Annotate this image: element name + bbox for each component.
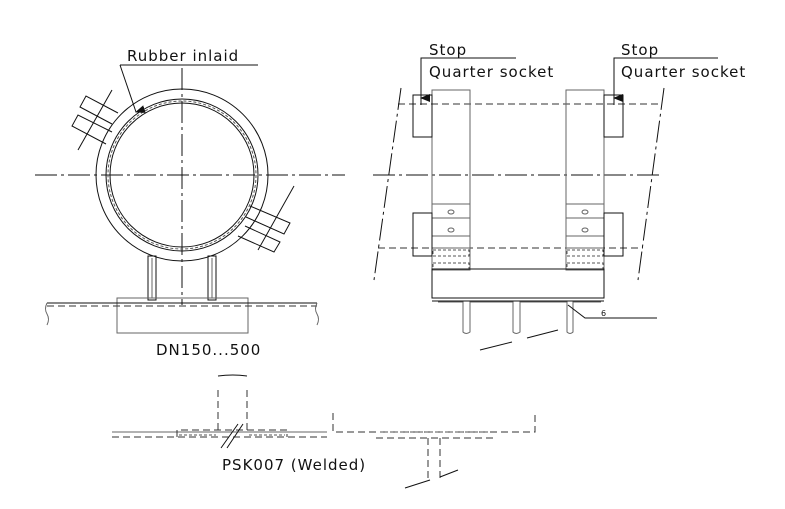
break-line-left xyxy=(45,302,49,326)
rubber-leader xyxy=(119,64,146,113)
bolt-rows xyxy=(432,203,604,249)
base-plate xyxy=(116,297,249,334)
break-line-bottom xyxy=(479,329,559,351)
break-line-right xyxy=(315,302,319,326)
quarter-socket-label-left: Quarter socket xyxy=(429,63,554,81)
clamp-strip-left xyxy=(431,89,471,271)
size-range-label: DN150...500 xyxy=(156,341,261,359)
detail-break-line xyxy=(404,469,459,489)
flange-lower-right xyxy=(237,185,295,253)
stop-leader-left xyxy=(420,57,516,105)
quarter-socket-label-right: Quarter socket xyxy=(621,63,746,81)
model-label: PSK007 (Welded) xyxy=(222,456,366,474)
stop-block-upper-left xyxy=(412,94,433,138)
clamp-inner xyxy=(105,98,259,252)
weld-size-label: 6 xyxy=(601,309,607,318)
stop-block-lower-right xyxy=(603,212,624,257)
clamp-outer xyxy=(95,88,269,262)
clamp-strip-right xyxy=(565,89,605,271)
break-mark xyxy=(220,423,244,449)
break-line-right xyxy=(637,87,665,281)
flange-upper-left xyxy=(71,89,119,151)
weld-hatch xyxy=(566,262,604,270)
side-base-plate xyxy=(431,268,605,299)
rubber-layer xyxy=(107,100,257,250)
stop-label-right: Stop xyxy=(621,41,659,59)
weld-hatch xyxy=(432,249,470,257)
upright-break xyxy=(217,374,248,377)
weld-hatch xyxy=(566,249,604,257)
detail-plate xyxy=(176,429,288,437)
side-view: 6 Stop Quarter socket Stop Quarter socke… xyxy=(373,41,746,351)
stop-label-left: Stop xyxy=(429,41,467,59)
stop-leader-right xyxy=(613,57,718,105)
weld-hatch xyxy=(432,262,470,270)
support-legs xyxy=(147,255,217,301)
detail-right-plate xyxy=(332,413,536,433)
detail-web xyxy=(427,438,441,478)
break-line-left xyxy=(373,87,402,281)
weld-leader xyxy=(567,304,657,319)
upright-post xyxy=(217,388,248,430)
pipe xyxy=(109,102,255,248)
front-view: Rubber inlaid DN150...500 xyxy=(35,47,345,359)
welded-detail: PSK007 (Welded) xyxy=(112,374,536,489)
support-ribs xyxy=(438,301,601,334)
stop-block-lower-left xyxy=(412,212,433,257)
rubber-inlaid-label: Rubber inlaid xyxy=(127,47,239,65)
